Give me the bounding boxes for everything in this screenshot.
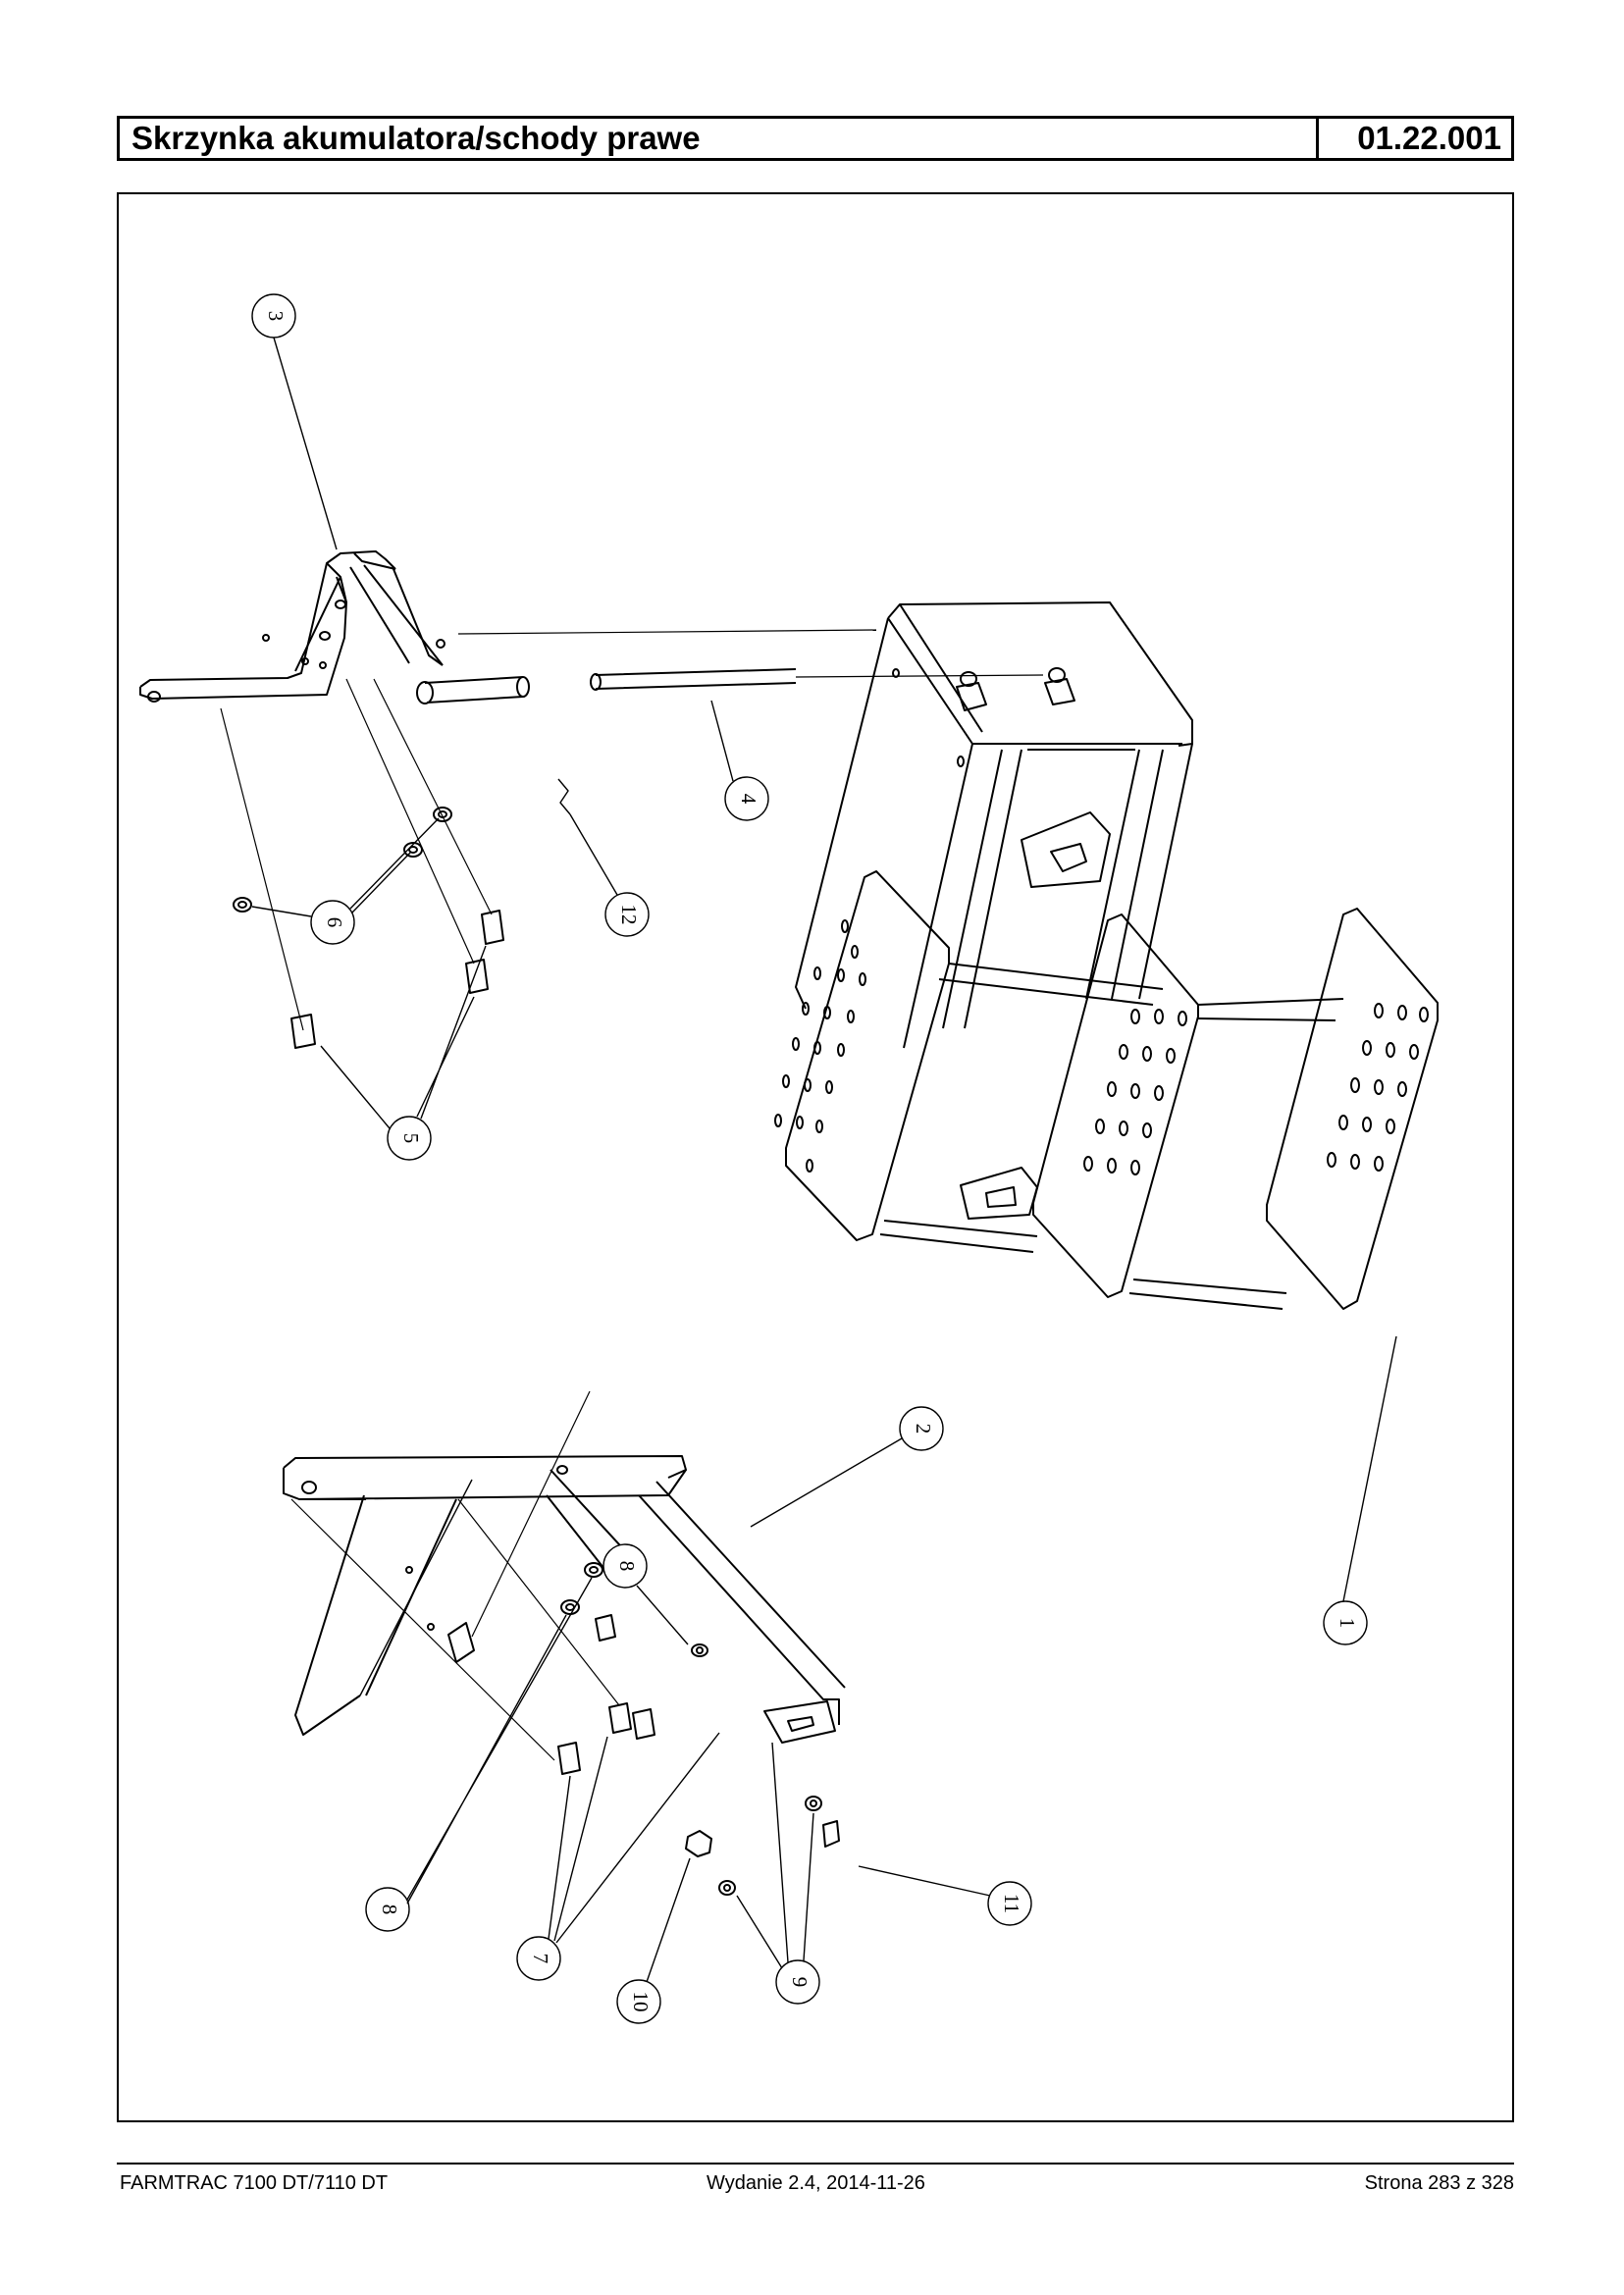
callout-8-lower: 8	[365, 1577, 593, 1932]
page-header: Skrzynka akumulatora/schody prawe 01.22.…	[117, 116, 1514, 161]
callout-7: 7	[516, 1732, 720, 1981]
svg-text:8: 8	[378, 1904, 401, 1915]
page-title: Skrzynka akumulatora/schody prawe	[120, 119, 1319, 158]
fasteners	[220, 678, 840, 1896]
footer-model: FARMTRAC 7100 DT/7110 DT	[120, 2172, 389, 2194]
svg-text:11: 11	[1000, 1894, 1023, 1913]
section-code: 01.22.001	[1357, 120, 1501, 156]
footer-page-number: Strona 283 z 328	[1364, 2172, 1514, 2194]
callout-2: 2	[750, 1406, 944, 1528]
svg-text:1: 1	[1336, 1618, 1359, 1629]
callout-12: 12	[557, 778, 650, 937]
svg-text:2: 2	[912, 1424, 935, 1434]
svg-text:4: 4	[737, 794, 760, 805]
svg-text:7: 7	[529, 1954, 552, 1964]
callout-3: 3	[251, 293, 338, 550]
step-holes	[774, 919, 1429, 1175]
callout-9: 9	[736, 1742, 820, 2005]
svg-text:9: 9	[788, 1977, 812, 1988]
pin-rod	[416, 629, 1044, 704]
diagram-frame: 3 4 12 6	[117, 192, 1514, 2122]
callout-11: 11	[858, 1865, 1032, 1926]
footer-rule	[117, 2163, 1514, 2165]
svg-text:10: 10	[629, 1992, 653, 2012]
callout-10: 10	[616, 1857, 691, 2024]
lower-bracket	[283, 1455, 846, 1744]
svg-text:3: 3	[264, 311, 288, 322]
svg-text:5: 5	[399, 1133, 423, 1144]
exploded-parts-diagram: 3 4 12 6	[139, 293, 1439, 2024]
callout-8-upper: 8	[602, 1543, 689, 1645]
svg-text:6: 6	[323, 917, 346, 928]
callout-1: 1	[1323, 1335, 1397, 1645]
callout-5: 5	[320, 945, 487, 1161]
battery-box-steps	[774, 601, 1439, 1310]
callout-4: 4	[710, 700, 769, 821]
svg-text:8: 8	[615, 1561, 639, 1572]
svg-text:12: 12	[617, 905, 641, 925]
callouts: 3 4 12 6	[251, 293, 1397, 2024]
footer-edition: Wydanie 2.4, 2014-11-26	[707, 2172, 925, 2194]
upper-bracket	[139, 550, 445, 703]
callout-6: 6	[251, 817, 440, 945]
